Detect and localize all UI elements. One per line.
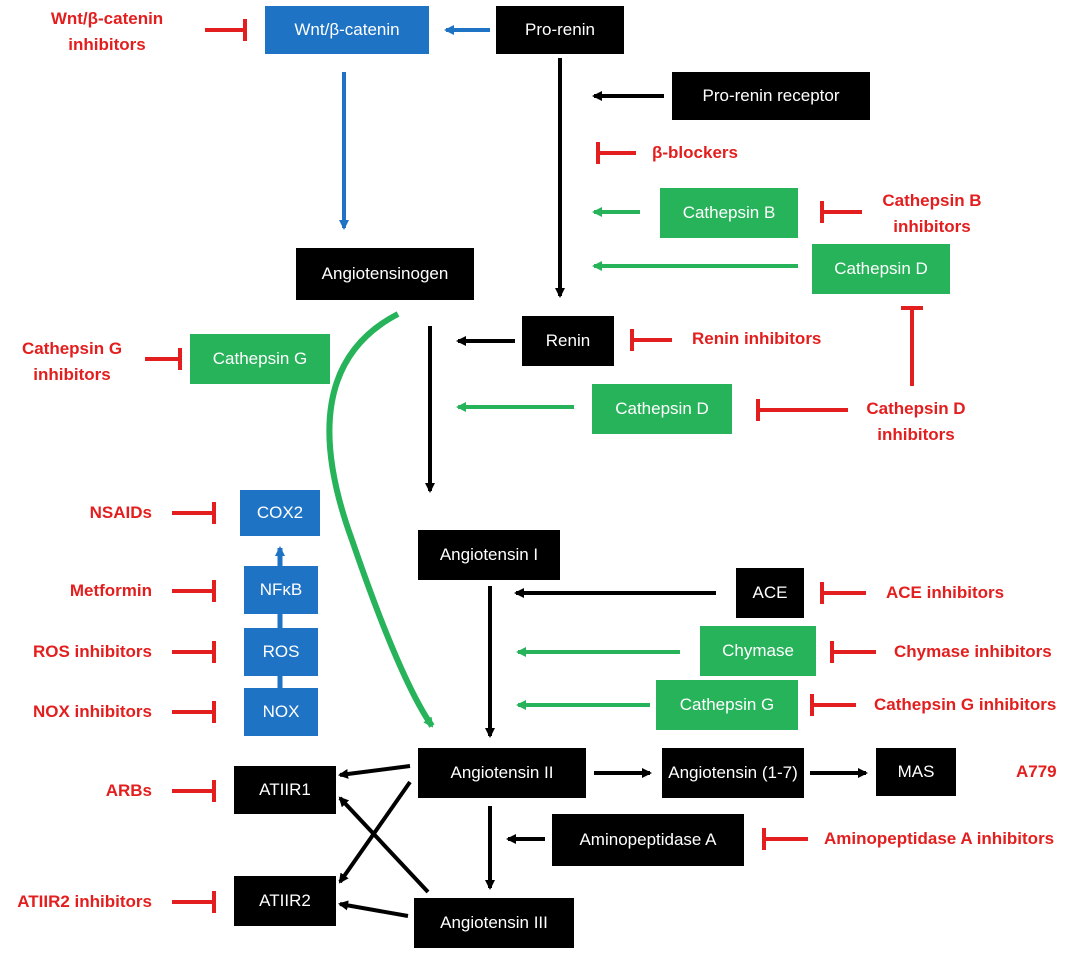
- arrow-ang-iii-to-atiir2: [338, 900, 409, 918]
- green-arrows: [326, 207, 798, 728]
- node-cox2: COX2: [240, 490, 320, 536]
- label-nsaids: NSAIDs: [89, 503, 152, 522]
- arrow-ang-ii-to-atiir2: [338, 780, 412, 884]
- label-cathepsin-b-inhibitors-line2: inhibitors: [893, 217, 971, 236]
- node-mas: MAS: [876, 748, 956, 796]
- label-cathepsin-b-inhibitors-line1: Cathepsin B: [882, 191, 982, 210]
- inhibit-cathepsin-g-right: [810, 694, 856, 716]
- arrow-ang-ii-to-atiir1: [338, 764, 411, 779]
- inhibit-nsaids: [172, 502, 216, 524]
- inhibit-cathepsin-b: [820, 201, 862, 223]
- node-chymase: Chymase: [700, 626, 816, 676]
- inhibit-atiir2: [172, 891, 216, 913]
- inhibit-renin: [630, 329, 672, 351]
- label-wnt-inhibitors: Wnt/β-catenin inhibitors: [16, 6, 198, 58]
- inhibit-wnt: [205, 19, 247, 41]
- node-ace: ACE: [736, 568, 804, 618]
- arrow-ang-iii-to-atiir1: [338, 796, 430, 894]
- label-cathepsin-d-inhibitors-line2: inhibitors: [877, 425, 955, 444]
- label-cathepsin-g-inhibitors-left: Cathepsin G inhibitors: [6, 336, 138, 388]
- inhibit-aminopeptidase-a: [762, 828, 808, 850]
- arrow-cathepsin-g-curve: [326, 311, 435, 728]
- node-angiotensin-ii: Angiotensin II: [418, 748, 586, 798]
- node-angiotensin-iii: Angiotensin III: [414, 898, 574, 948]
- inhibit-ros: [172, 641, 216, 663]
- node-renin: Renin: [522, 316, 614, 366]
- inhibit-ace: [820, 582, 866, 604]
- node-cathepsin-d-mid: Cathepsin D: [592, 384, 732, 434]
- black-arrows: [338, 58, 868, 918]
- node-pro-renin: Pro-renin: [496, 6, 624, 54]
- node-cathepsin-g-left: Cathepsin G: [190, 334, 330, 384]
- label-arbs: ARBs: [105, 781, 152, 800]
- inhibition-lines: [145, 19, 950, 913]
- inhibit-metformin: [172, 580, 216, 602]
- node-nox: NOX: [244, 688, 318, 736]
- label-beta-blockers: β-blockers: [652, 143, 738, 162]
- label-cathepsin-b-inhibitors: Cathepsin B inhibitors: [872, 188, 992, 240]
- node-cathepsin-d-top: Cathepsin D: [812, 244, 950, 294]
- label-wnt-inhibitors-line2: inhibitors: [68, 35, 146, 54]
- inhibit-cathepsin-d-top: [901, 306, 923, 386]
- node-pro-renin-receptor: Pro-renin receptor: [672, 72, 870, 120]
- inhibit-cathepsin-g-left: [145, 348, 182, 370]
- inhibit-arbs: [172, 780, 216, 802]
- inhibit-nox: [172, 701, 216, 723]
- node-cathepsin-b: Cathepsin B: [660, 188, 798, 238]
- label-aminopeptidase-a-inhibitors: Aminopeptidase A inhibitors: [824, 829, 1055, 848]
- label-renin-inhibitors: Renin inhibitors: [692, 329, 822, 348]
- label-atiir2-inhibitors: ATIIR2 inhibitors: [17, 892, 152, 911]
- label-cathepsin-d-inhibitors: Cathepsin D inhibitors: [856, 396, 976, 448]
- node-aminopeptidase-a: Aminopeptidase A: [552, 814, 744, 866]
- inhibit-beta-blockers: [596, 142, 636, 164]
- label-cathepsin-g-inhibitors-right: Cathepsin G inhibitors: [874, 695, 1057, 714]
- inhibit-chymase: [830, 641, 876, 663]
- label-wnt-inhibitors-line1: Wnt/β-catenin: [50, 9, 164, 28]
- node-angiotensinogen: Angiotensinogen: [296, 248, 474, 300]
- label-nox-inhibitors: NOX inhibitors: [33, 702, 152, 721]
- label-ace-inhibitors: ACE inhibitors: [886, 583, 1005, 602]
- label-metformin: Metformin: [69, 581, 152, 600]
- node-ros: ROS: [244, 628, 318, 676]
- inhibit-cathepsin-d-mid: [756, 399, 848, 421]
- node-atiir2: ATIIR2: [234, 876, 336, 926]
- node-cathepsin-g-right: Cathepsin G: [656, 680, 798, 730]
- label-ros-inhibitors: ROS inhibitors: [33, 642, 152, 661]
- label-cathepsin-g-inhibitors-left-line1: Cathepsin G: [21, 339, 123, 358]
- node-nfkb: NFκB: [244, 566, 318, 614]
- node-wnt-beta-catenin: Wnt/β-catenin: [265, 6, 429, 54]
- label-cathepsin-d-inhibitors-line1: Cathepsin D: [866, 399, 966, 418]
- label-chymase-inhibitors: Chymase inhibitors: [894, 642, 1052, 661]
- label-a779: A779: [1016, 762, 1057, 781]
- node-angiotensin-i: Angiotensin I: [418, 530, 560, 580]
- node-angiotensin-1-7: Angiotensin (1-7): [662, 748, 804, 798]
- node-atiir1: ATIIR1: [234, 766, 336, 814]
- label-cathepsin-g-inhibitors-left-line2: inhibitors: [33, 365, 111, 384]
